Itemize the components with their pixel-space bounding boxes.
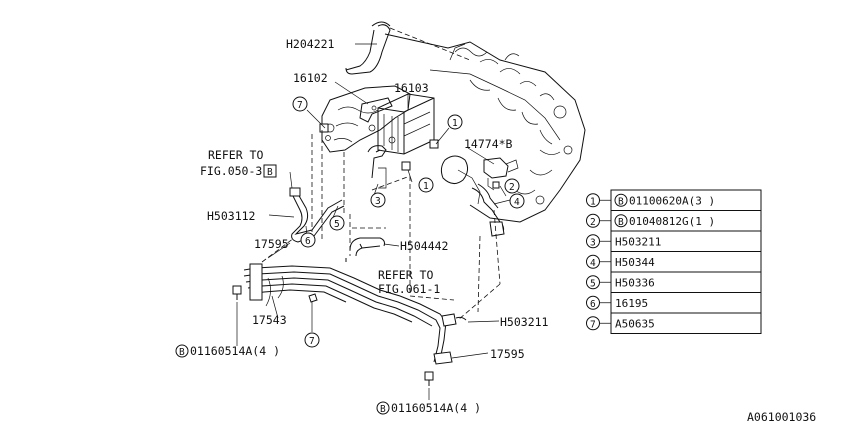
parts-table-num-circle xyxy=(586,193,600,208)
parts-table-badge-circle xyxy=(614,193,628,207)
parts-table-badge: B xyxy=(618,217,624,228)
label-h503112: H503112 xyxy=(207,209,255,223)
marker-2-circle xyxy=(504,178,520,194)
parts-table-part: H503211 xyxy=(615,235,661,248)
parts-table-badge: B xyxy=(618,196,624,207)
label-h204221: H204221 xyxy=(286,37,335,51)
parts-table-num: 1 xyxy=(590,196,596,207)
marker-3: 3 xyxy=(375,196,381,207)
marker-1-top-circle xyxy=(447,114,463,130)
parts-table-num: 5 xyxy=(590,278,596,289)
hose-h503211-small xyxy=(367,145,387,189)
label-17595-upper: 17595 xyxy=(254,237,289,251)
marker-6: 6 xyxy=(305,236,311,247)
label-14774b: 14774*B xyxy=(464,137,513,151)
canister-16103 xyxy=(377,93,435,155)
hose-h204221 xyxy=(345,21,391,75)
parts-table-row: 6 16195 xyxy=(586,292,762,314)
parts-table-num: 7 xyxy=(590,319,596,330)
label-h504442: H504442 xyxy=(400,239,448,253)
hose-h50344 xyxy=(471,183,505,237)
parts-table-num-circle xyxy=(586,316,600,331)
parts-table-row: 2 B 01040812G(1 ) xyxy=(586,210,762,232)
parts-table-num-circle xyxy=(586,213,600,228)
marker-3-circle xyxy=(370,192,386,208)
hose-h503112 xyxy=(289,187,345,243)
label-fig-061-1: FIG.061-1 xyxy=(378,282,440,296)
marker-7-top: 7 xyxy=(297,100,303,111)
parts-table-row: 5 H50336 xyxy=(586,271,762,293)
marker-7-bottom: 7 xyxy=(309,336,315,347)
parts-table-badge-circle xyxy=(614,214,628,228)
label-h503211: H503211 xyxy=(500,315,549,329)
engine-block-outline xyxy=(321,33,586,223)
bolt-left-badge: B xyxy=(179,347,185,358)
parts-table-num: 4 xyxy=(590,258,596,269)
label-bolt-left: 01160514A(4 ) xyxy=(190,344,280,358)
marker-1-mid-circle xyxy=(418,177,434,193)
bolt-fasteners xyxy=(232,123,500,386)
label-16103: 16103 xyxy=(394,81,429,95)
parts-table-part: 16195 xyxy=(615,297,648,310)
parts-table-num-circle xyxy=(586,275,600,290)
label-17543: 17543 xyxy=(252,313,287,327)
parts-table-part: A50635 xyxy=(615,317,655,330)
label-bolt-bottom: 01160514A(4 ) xyxy=(391,401,481,415)
parts-table-part: H50336 xyxy=(615,276,655,289)
parts-table-part: H50344 xyxy=(615,256,655,269)
leader-lines xyxy=(236,43,511,400)
bolt-left-badge-circle xyxy=(175,344,189,358)
label-17595-lower: 17595 xyxy=(490,347,525,361)
parts-table-row: 4 H50344 xyxy=(586,251,762,273)
marker-7-bottom-circle xyxy=(304,332,320,348)
parts-table-part: 01100620A(3 ) xyxy=(629,194,715,207)
parts-table-part: 01040812G(1 ) xyxy=(629,215,715,228)
reference-dashed-lines xyxy=(261,27,501,321)
marker-6-circle xyxy=(300,232,316,248)
marker-5-circle xyxy=(329,215,345,231)
label-refer-to-1: REFER TO xyxy=(208,148,263,162)
numbered-markers: 7 1 1 2 3 4 5 6 7 xyxy=(292,96,525,348)
fig-050-3-badge-box xyxy=(263,164,277,178)
marker-5: 5 xyxy=(334,219,340,230)
marker-1-top: 1 xyxy=(452,118,458,129)
fig-050-3-badge: B xyxy=(267,167,273,178)
parts-table-row: 7 A50635 xyxy=(586,312,762,334)
parts-table-row: 1 B 01100620A(3 ) xyxy=(586,189,762,211)
label-16102: 16102 xyxy=(293,71,328,85)
marker-4-circle xyxy=(509,193,525,209)
marker-7-top-circle xyxy=(292,96,308,112)
bolt-bottom-badge-circle xyxy=(376,401,390,415)
parts-table-num-circle xyxy=(586,254,600,269)
diagram-id: A061001036 xyxy=(747,410,816,424)
label-fig-050-3: FIG.050-3. xyxy=(200,164,269,178)
parts-table-num-circle xyxy=(586,295,600,310)
label-refer-to-2: REFER TO xyxy=(378,268,433,282)
fuel-pipes-17543 xyxy=(243,263,467,365)
parts-table-num: 2 xyxy=(590,217,596,228)
hose-h504442 xyxy=(345,237,385,262)
parts-table-num: 3 xyxy=(590,237,596,248)
bracket-16102 xyxy=(359,97,393,132)
parts-table-num: 6 xyxy=(590,299,596,310)
marker-2: 2 xyxy=(509,182,515,193)
parts-table-num-circle xyxy=(586,234,600,249)
bolt-bottom-badge: B xyxy=(380,404,386,415)
marker-4: 4 xyxy=(514,197,520,208)
callout-labels: H204221 16102 16103 14774*B REFER TO FIG… xyxy=(175,37,549,415)
parts-table-row: 3 H503211 xyxy=(586,230,762,252)
marker-1-mid: 1 xyxy=(423,181,429,192)
